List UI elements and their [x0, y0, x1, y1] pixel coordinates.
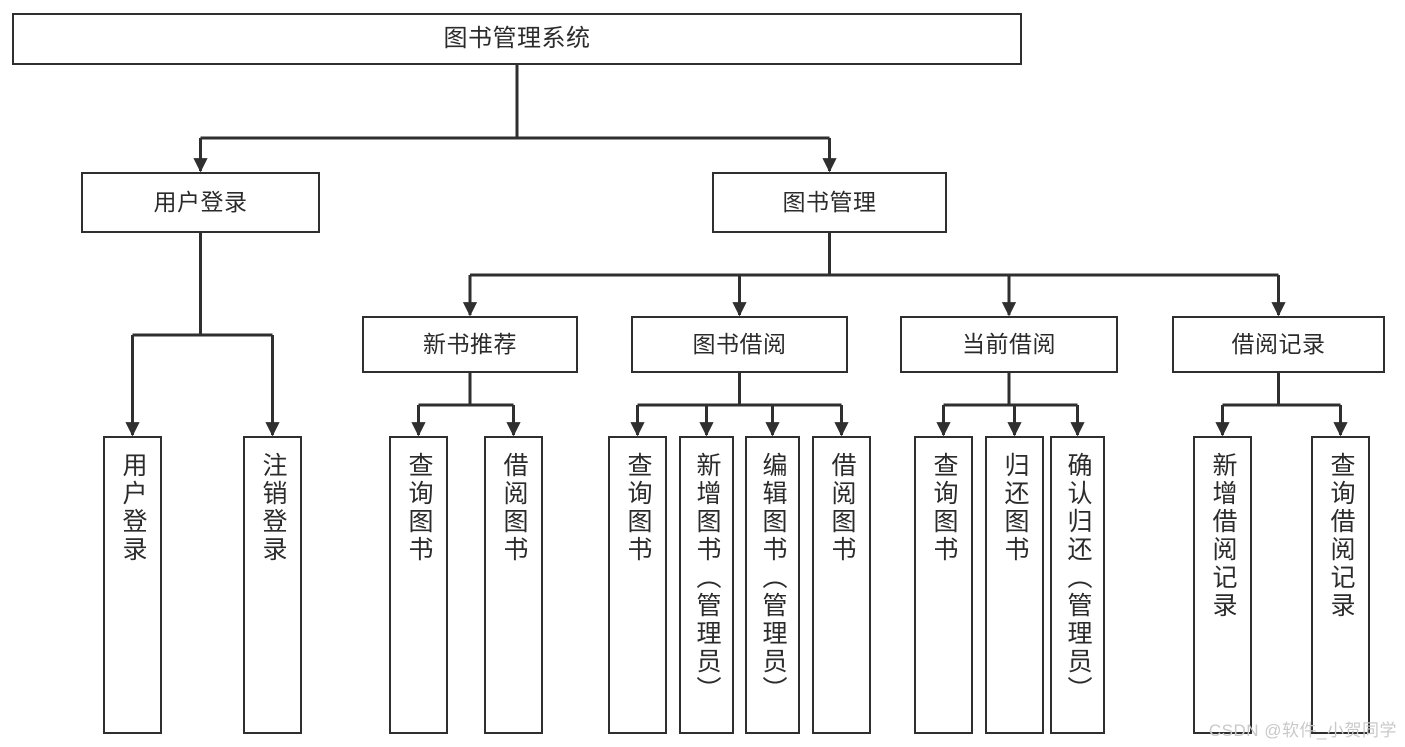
- node-leaf-borrow-book-2[interactable]: 借阅图书: [812, 436, 871, 734]
- node-user-login[interactable]: 用户登录: [81, 172, 320, 233]
- node-leaf-query-book-3[interactable]: 查询图书: [914, 436, 973, 734]
- node-current-borrow[interactable]: 当前借阅: [900, 316, 1118, 373]
- node-leaf-query-book-1[interactable]: 查询图书: [389, 436, 448, 734]
- node-leaf-confirm-return[interactable]: 确认归还（管理员）: [1050, 436, 1105, 734]
- node-book-borrow[interactable]: 图书借阅: [631, 316, 848, 373]
- node-label: 借阅记录: [1231, 330, 1326, 357]
- watermark-credit: CSDN @软件_小贺同学: [1208, 721, 1397, 740]
- node-leaf-edit-book[interactable]: 编辑图书（管理员）: [745, 436, 800, 734]
- node-label: 注销登录: [259, 452, 287, 564]
- node-label: 查询图书: [405, 452, 433, 564]
- node-label: 用户登录: [153, 188, 248, 215]
- node-label: 查询图书: [930, 452, 958, 564]
- node-label: 查询图书: [624, 452, 652, 564]
- node-leaf-add-record[interactable]: 新增借阅记录: [1193, 436, 1252, 734]
- node-label: 当前借阅: [962, 330, 1056, 357]
- node-label: 确认归还（管理员）: [1064, 452, 1092, 704]
- node-label: 图书借阅: [692, 330, 787, 357]
- node-book-management[interactable]: 图书管理: [712, 172, 947, 233]
- node-borrow-record[interactable]: 借阅记录: [1172, 316, 1385, 373]
- node-leaf-borrow-book-1[interactable]: 借阅图书: [484, 436, 543, 734]
- node-label: 编辑图书（管理员）: [759, 452, 787, 704]
- node-label: 借阅图书: [828, 452, 856, 564]
- node-label: 图书管理系统: [443, 24, 591, 52]
- node-label: 借阅图书: [500, 452, 528, 564]
- node-leaf-query-book-2[interactable]: 查询图书: [608, 436, 667, 734]
- node-leaf-return-book[interactable]: 归还图书: [985, 436, 1044, 734]
- node-root-system[interactable]: 图书管理系统: [12, 13, 1022, 65]
- node-label: 新增借阅记录: [1209, 452, 1237, 620]
- node-label: 查询借阅记录: [1327, 452, 1355, 620]
- node-new-book-recommend[interactable]: 新书推荐: [362, 316, 578, 373]
- node-label: 用户登录: [119, 452, 147, 564]
- node-leaf-query-record[interactable]: 查询借阅记录: [1311, 436, 1370, 734]
- node-leaf-logout[interactable]: 注销登录: [243, 436, 302, 734]
- node-label: 新书推荐: [423, 330, 517, 357]
- node-leaf-user-login[interactable]: 用户登录: [103, 436, 162, 734]
- node-label: 归还图书: [1001, 452, 1029, 564]
- node-label: 图书管理: [782, 188, 877, 215]
- node-label: 新增图书（管理员）: [693, 452, 721, 704]
- node-leaf-add-book[interactable]: 新增图书（管理员）: [679, 436, 734, 734]
